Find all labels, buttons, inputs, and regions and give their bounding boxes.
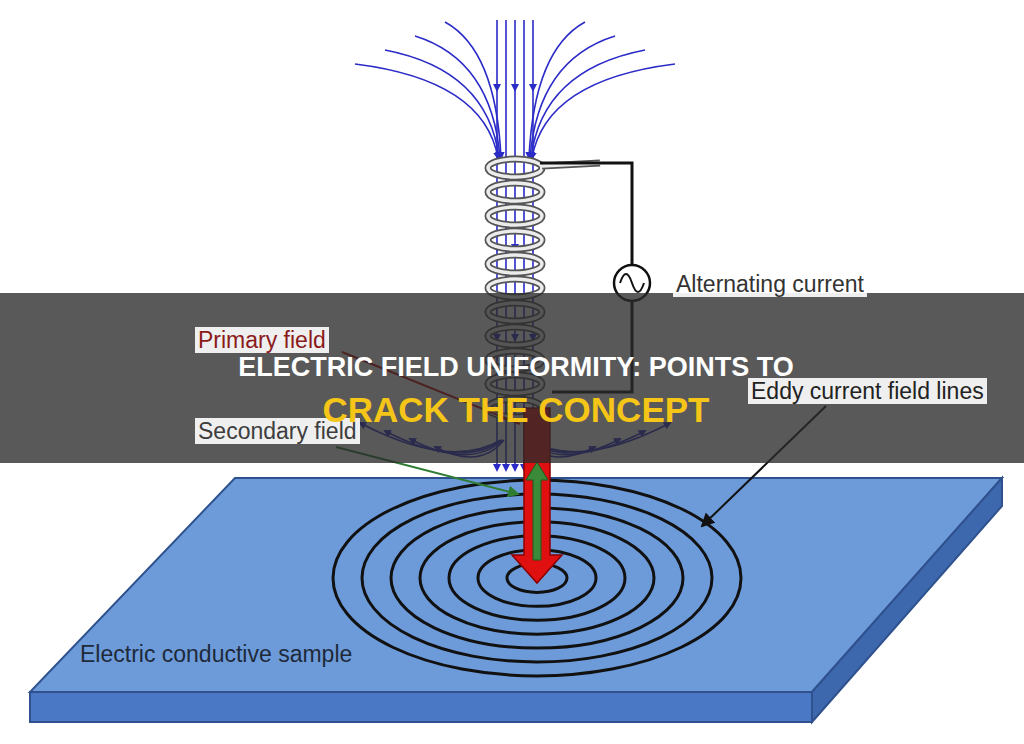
field-arrow: [496, 84, 498, 90]
sample-side-face: [812, 478, 1002, 722]
title-line: ELECTRIC FIELD UNIFORMITY: POINTS TO: [4, 352, 1024, 383]
field-arrow: [532, 84, 534, 90]
coil-turn: [488, 255, 542, 273]
coil-turn: [488, 231, 542, 249]
field-line: [531, 50, 645, 158]
coil-turn: [488, 183, 542, 201]
coil-turn: [488, 207, 542, 225]
field-label: Primary field: [195, 327, 329, 353]
field-arrow: [514, 84, 516, 90]
coil-turn: [488, 231, 542, 249]
coil-turn: [488, 183, 542, 201]
field-line: [355, 64, 498, 158]
field-line: [385, 50, 499, 158]
source-label: Alternating current: [673, 271, 867, 297]
sine-symbol: [620, 274, 644, 292]
coil-turn: [488, 207, 542, 225]
coil-turn: [488, 159, 542, 177]
secondary-field-arrow: [526, 462, 548, 560]
sample-front-face: [30, 692, 812, 722]
field-line: [532, 64, 675, 158]
supply-wire: [540, 163, 632, 265]
coil-turn: [488, 159, 542, 177]
part-label: Electric conductive sample: [80, 641, 352, 667]
coil-turn: [488, 255, 542, 273]
title-line: CRACK THE CONCEPT: [4, 390, 1024, 430]
